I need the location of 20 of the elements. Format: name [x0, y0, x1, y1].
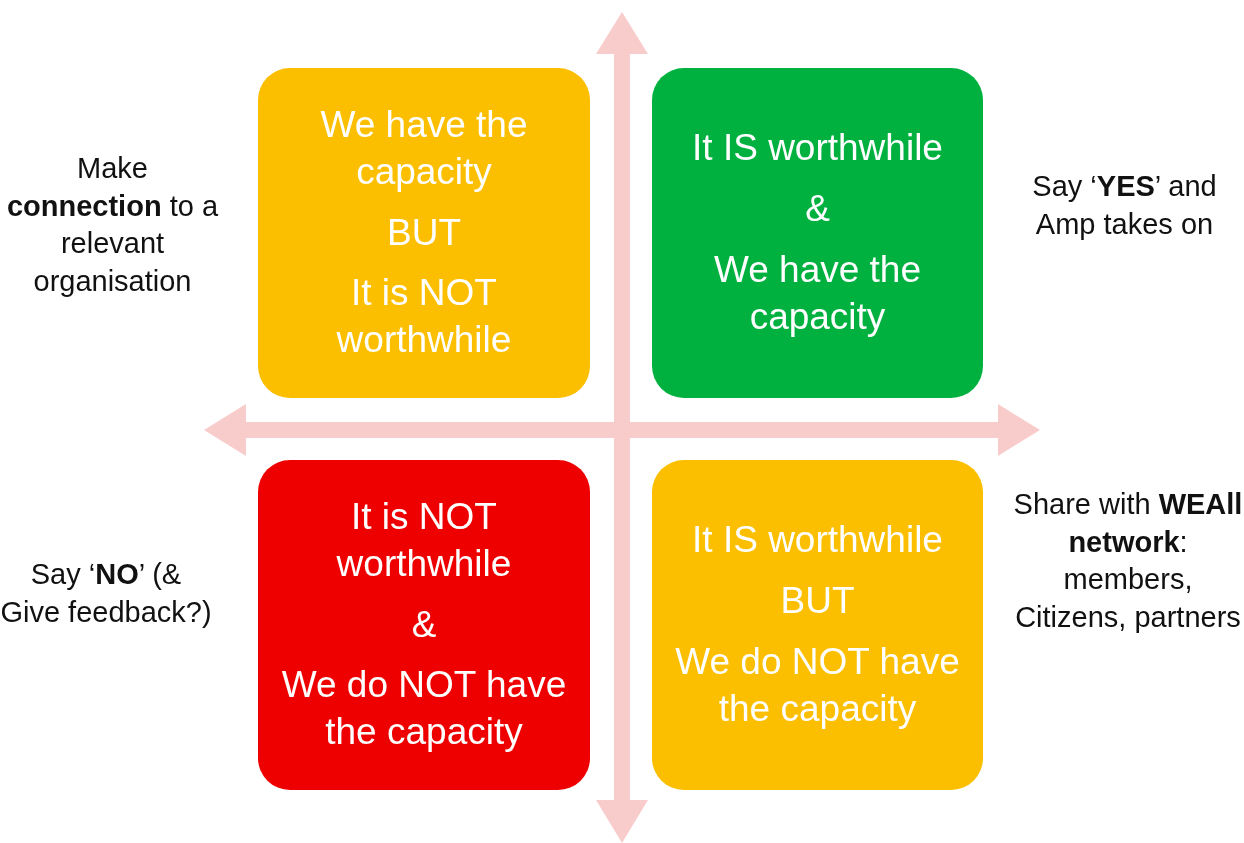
action-text: Make connection to a relevant organisation — [5, 151, 220, 300]
quadrant-text: It IS worthwhile — [692, 126, 943, 171]
action-text: Say ‘NO’ (& Give feedback?) — [0, 557, 212, 630]
action-text: Share with WEAll network: members, Citizens, partners — [1012, 487, 1244, 636]
quadrant-text: We have the capacity — [319, 102, 529, 194]
quadrant-text: It is NOT worthwhile — [335, 271, 513, 363]
quadrant-text: It IS worthwhile — [692, 518, 943, 563]
quadrant-text: BUT — [780, 579, 855, 623]
quadrant-text: & — [805, 187, 830, 231]
quadrant-box — [258, 460, 590, 790]
quadrant-box — [258, 68, 590, 398]
quadrant-text: BUT — [387, 210, 461, 255]
quadrant-text: We do NOT have the capacity — [674, 640, 961, 731]
quadrant-box — [652, 460, 983, 790]
quadrant-box — [652, 68, 983, 398]
quadrant-text: It is NOT worthwhile — [335, 494, 513, 586]
quadrant-text: & — [411, 602, 437, 647]
quadrant-text: We have the capacity — [712, 248, 923, 339]
action-text: Say ‘YES’ and Amp takes on — [1031, 169, 1218, 242]
quadrant-text: We do NOT have the capacity — [280, 663, 568, 755]
